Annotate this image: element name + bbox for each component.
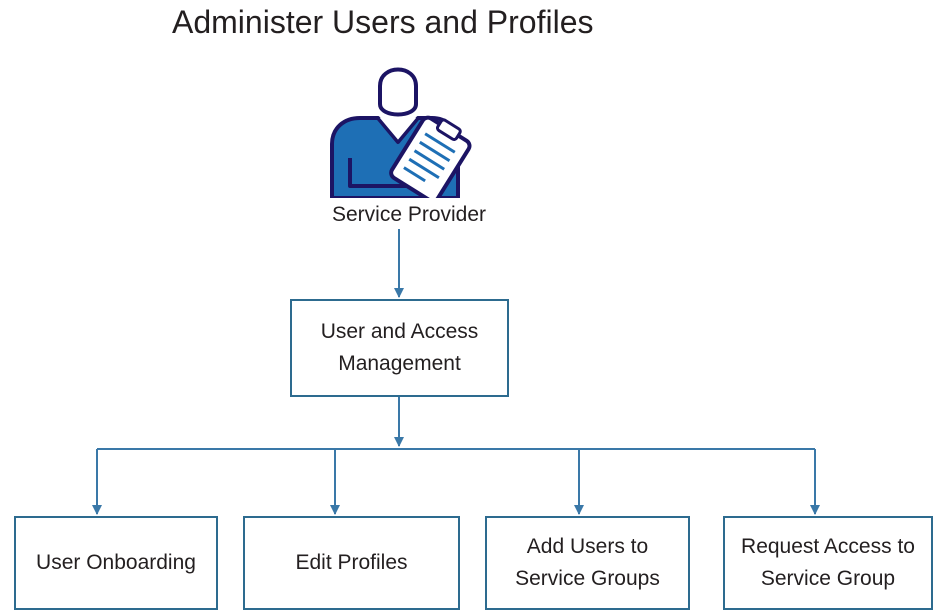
actor-label: Service Provider xyxy=(331,203,487,226)
node-label-line1: Request Access to xyxy=(741,535,915,558)
node-label-line1: User and Access xyxy=(320,320,479,343)
diagram-title: Administer Users and Profiles xyxy=(172,4,594,40)
add-users-to-service-groups-node: Add Users to Service Groups xyxy=(485,516,690,610)
edit-profiles-node: Edit Profiles xyxy=(243,516,460,610)
request-access-to-service-group-node: Request Access to Service Group xyxy=(723,516,933,610)
node-label-line2: Service Group xyxy=(760,567,896,590)
node-label-line2: Service Groups xyxy=(515,567,660,590)
user-access-management-node: User and Access Management xyxy=(290,299,509,397)
node-label-line2: Management xyxy=(338,352,461,375)
user-onboarding-node: User Onboarding xyxy=(14,516,218,610)
user-with-clipboard-icon xyxy=(330,67,472,198)
node-label-line1: Add Users to xyxy=(526,535,649,558)
node-label-line1: Edit Profiles xyxy=(295,551,408,574)
node-label-line1: User Onboarding xyxy=(36,551,196,574)
